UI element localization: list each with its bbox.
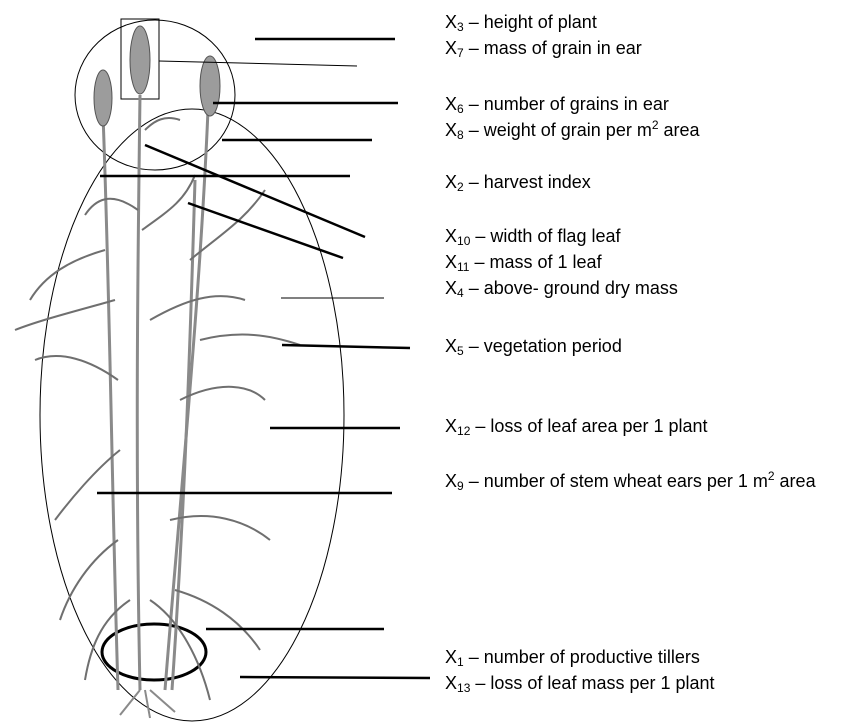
- root: [150, 690, 175, 712]
- label-x4: X4 – above- ground dry mass: [445, 278, 678, 299]
- leaf: [55, 450, 120, 520]
- ears: [94, 26, 220, 126]
- label-x5: X5 – vegetation period: [445, 336, 622, 357]
- leader-line-x5: [282, 345, 410, 348]
- ear-right: [200, 56, 220, 116]
- ear-left: [94, 70, 112, 126]
- stem-left: [103, 115, 118, 690]
- label-x6: X6 – number of grains in ear: [445, 94, 669, 115]
- leaf: [15, 300, 115, 330]
- stems: [103, 95, 208, 690]
- root: [145, 690, 150, 718]
- leaf: [35, 356, 118, 380]
- leaves: [15, 118, 300, 700]
- label-x9: X9 – number of stem wheat ears per 1 m2 …: [445, 471, 865, 492]
- leaf: [170, 516, 270, 540]
- leader-line-x7: [159, 61, 357, 66]
- label-x11: X11 – mass of 1 leaf: [445, 252, 602, 273]
- leader-lines: [97, 39, 430, 678]
- leaf: [150, 600, 210, 700]
- leaf: [30, 250, 105, 300]
- stem-center: [137, 95, 140, 690]
- leaf: [60, 540, 118, 620]
- label-x12: X12 – loss of leaf area per 1 plant: [445, 416, 708, 437]
- label-x10: X10 – width of flag leaf: [445, 226, 620, 247]
- leaf: [145, 118, 180, 130]
- label-x8: X8 – weight of grain per m2 area: [445, 120, 700, 141]
- leaf: [142, 175, 195, 230]
- ear-center: [130, 26, 150, 94]
- label-x1: X1 – number of productive tillers: [445, 647, 700, 668]
- label-x3: X3 – height of plant: [445, 12, 597, 33]
- stem-far-right: [172, 180, 195, 690]
- leaf: [180, 387, 265, 400]
- leaf: [200, 335, 300, 345]
- leader-line-x10: [145, 145, 365, 237]
- leader-line-x11: [188, 203, 343, 258]
- leader-line-x13: [240, 677, 430, 678]
- label-x2: X2 – harvest index: [445, 172, 591, 193]
- leaf: [85, 199, 138, 215]
- label-x13: X13 – loss of leaf mass per 1 plant: [445, 673, 715, 694]
- roots: [120, 690, 175, 718]
- label-x7: X7 – mass of grain in ear: [445, 38, 642, 59]
